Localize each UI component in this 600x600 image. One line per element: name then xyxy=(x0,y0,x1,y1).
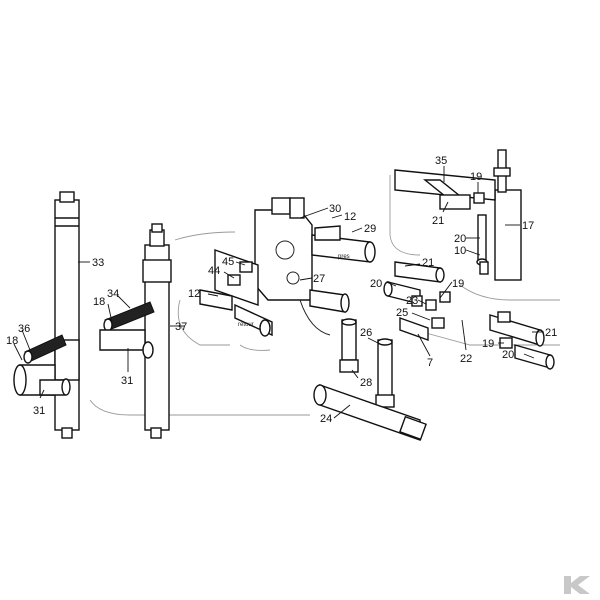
valve-block-assembly: pres retour xyxy=(199,197,376,337)
callout-20-c: 20 xyxy=(502,349,514,361)
retour-stamp: retour xyxy=(238,322,254,328)
fitting-cluster xyxy=(383,261,555,370)
callout-26: 26 xyxy=(360,327,372,339)
callout-18: 18 xyxy=(6,335,18,347)
callout-37: 37 xyxy=(175,321,187,333)
callout-45: 45 xyxy=(222,256,234,268)
callout-25: 25 xyxy=(396,307,408,319)
callout-27: 27 xyxy=(313,273,325,285)
callout-21-c: 21 xyxy=(545,327,557,339)
callout-23: 23 xyxy=(406,295,418,307)
lower-tube-assembly xyxy=(313,318,427,441)
middle-column-assembly xyxy=(99,223,172,439)
callout-12: 12 xyxy=(344,211,356,223)
callout-19-c: 19 xyxy=(482,338,494,350)
leader-lines xyxy=(13,166,544,419)
background-pipe-routes xyxy=(89,175,560,416)
callout-17: 17 xyxy=(522,220,534,232)
callout-36: 36 xyxy=(18,323,30,335)
callout-19-b: 19 xyxy=(452,278,464,290)
callout-30: 30 xyxy=(329,203,341,215)
callout-7: 7 xyxy=(427,357,433,369)
pres-stamp: pres xyxy=(338,254,350,260)
callout-21: 21 xyxy=(432,215,444,227)
callout-35: 35 xyxy=(435,155,447,167)
callout-44: 44 xyxy=(208,265,220,277)
callout-33: 33 xyxy=(92,257,104,269)
callout-31-b: 31 xyxy=(121,375,133,387)
left-column-assembly xyxy=(13,191,80,439)
callout-22: 22 xyxy=(460,353,472,365)
callout-labels: 33 36 18 31 34 18 37 31 30 12 29 45 44 2… xyxy=(6,155,557,425)
callout-31: 31 xyxy=(33,405,45,417)
callout-34: 34 xyxy=(107,288,119,300)
k-logo-icon xyxy=(564,576,590,594)
callout-18-b: 18 xyxy=(93,296,105,308)
callout-24: 24 xyxy=(320,413,332,425)
callout-28: 28 xyxy=(360,377,372,389)
callout-21-b: 21 xyxy=(422,257,434,269)
callout-12-b: 12 xyxy=(188,288,200,300)
callout-29: 29 xyxy=(364,223,376,235)
callout-20: 20 xyxy=(454,233,466,245)
callout-20-b: 20 xyxy=(370,278,382,290)
callout-19: 19 xyxy=(470,171,482,183)
right-cylinder-assembly xyxy=(394,149,522,281)
callout-10: 10 xyxy=(454,245,466,257)
k-logo-shape xyxy=(564,576,590,594)
